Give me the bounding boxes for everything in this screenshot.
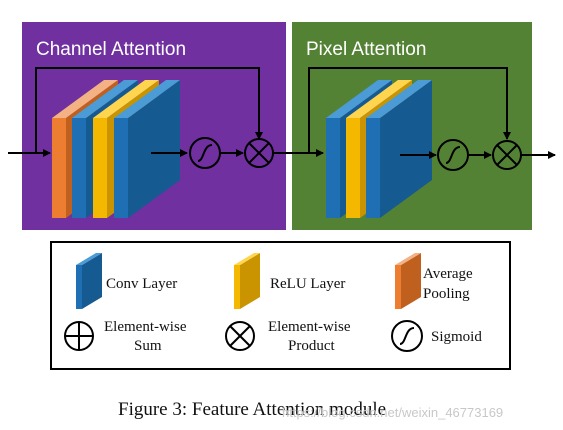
pixel-attention-title: Pixel Attention — [306, 39, 426, 60]
figure-caption: Figure 3: Feature Attention module — [118, 399, 386, 420]
legend-pool-label-line2: Pooling — [423, 286, 470, 302]
channel-attention-connections — [8, 67, 263, 157]
legend-sum-label-line1: Element-wise — [104, 319, 187, 335]
watermark: https://blog.csdn.net/weixin_46773169 — [282, 405, 503, 420]
legend-box — [50, 241, 511, 370]
pixel-attention-layer-stack — [326, 80, 432, 218]
legend-pool-slab — [395, 253, 421, 309]
legend-product-label-line1: Element-wise — [268, 319, 351, 335]
pa-skip-connection — [308, 67, 511, 153]
legend-sigmoid-label: Sigmoid — [431, 329, 482, 345]
channel-attention-layer-stack — [52, 80, 180, 218]
legend-conv-slab — [76, 253, 102, 309]
pixel-attention-connections — [308, 67, 556, 159]
ca-sigmoid-icon — [189, 137, 221, 169]
legend: Conv Layer ReLU Layer Average Pooling El… — [50, 241, 511, 370]
pa-sigmoid-icon — [437, 139, 469, 171]
legend-conv-layer-icon — [76, 253, 102, 309]
legend-product-label-line2: Product — [288, 338, 335, 354]
legend-element-wise-sum-icon — [64, 321, 94, 351]
legend-element-wise-product-icon — [225, 321, 255, 351]
ca-skip-connection — [35, 67, 263, 153]
legend-relu-label: ReLU Layer — [270, 276, 345, 292]
legend-relu-layer-icon — [234, 253, 260, 309]
ca-conv-layer-2 — [114, 80, 180, 218]
channel-attention-title: Channel Attention — [36, 39, 186, 60]
legend-average-pooling-icon — [395, 253, 421, 309]
legend-relu-slab — [234, 253, 260, 309]
legend-conv-label: Conv Layer — [106, 276, 177, 292]
legend-sigmoid-icon — [391, 320, 423, 352]
pa-element-wise-product-icon — [492, 140, 522, 170]
legend-pool-label-line1: Average — [423, 266, 473, 282]
legend-sum-label-line2: Sum — [134, 338, 162, 354]
pa-conv-layer-2 — [366, 80, 432, 218]
